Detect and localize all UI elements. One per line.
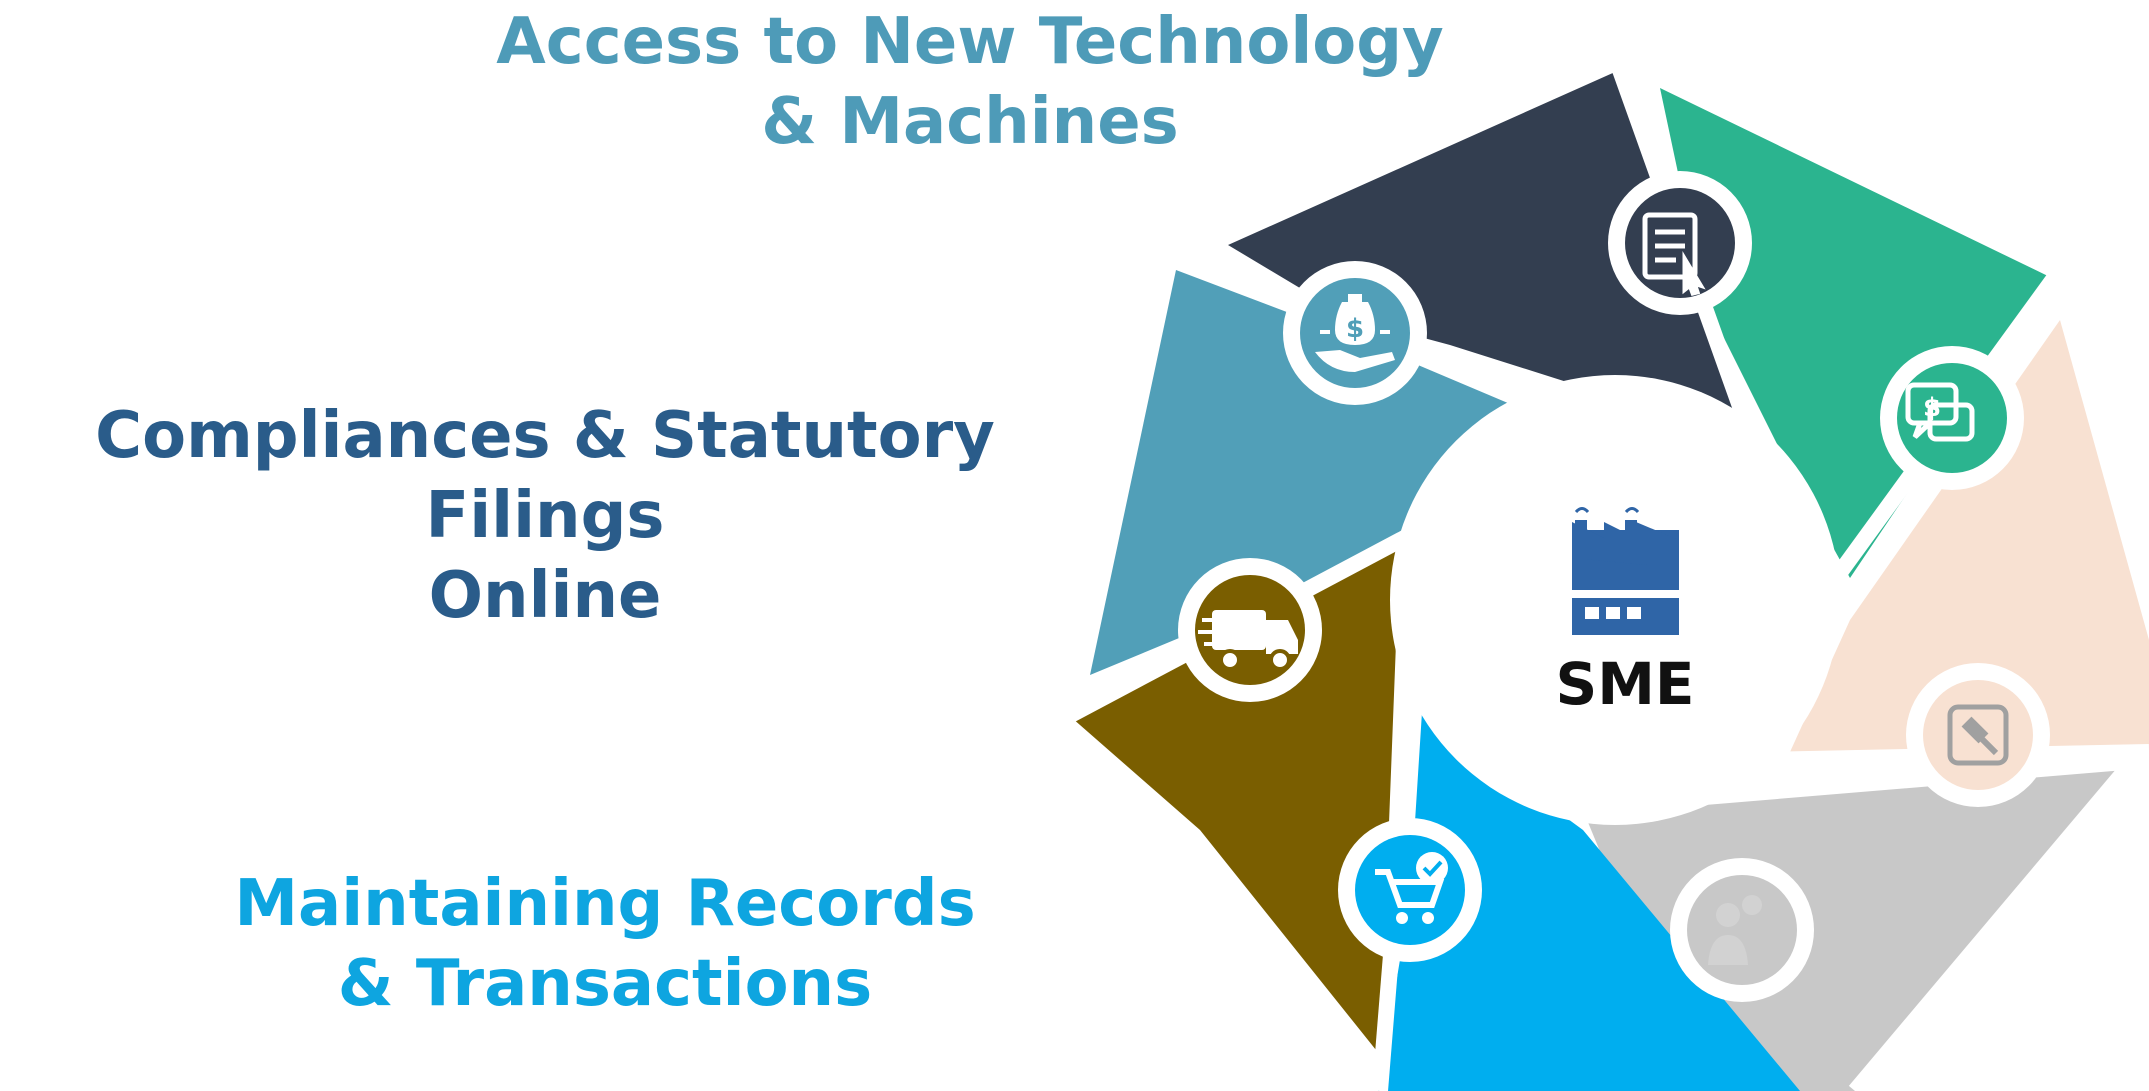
document-cursor-icon (1642, 212, 1706, 296)
label-line-1: Access to New Technology (496, 5, 1444, 79)
factory-icon (1572, 507, 1679, 635)
knob-gray (1670, 858, 1814, 1002)
delivery-truck-icon (1198, 610, 1298, 671)
segment-navy (1228, 72, 1750, 440)
label-compliances: Compliances & Statutory Filings Online (0, 396, 1090, 636)
knob-cyan (1338, 818, 1482, 962)
segment-cyan (1378, 712, 1800, 1091)
money-chat-icon: $ (1905, 382, 1975, 442)
knob-navy (1608, 171, 1752, 315)
label-line-1: Maintaining Records (234, 867, 976, 941)
people-icon (1708, 895, 1762, 965)
cart-check-icon (1375, 852, 1448, 924)
label-line-2: & Transactions (337, 947, 873, 1021)
label-maintaining-records: Maintaining Records & Transactions (205, 864, 1005, 1024)
knob-green (1880, 346, 2024, 490)
svg-text:$: $ (1923, 393, 1941, 423)
center-label-sme: SME (1555, 650, 1695, 718)
segment-teal (1090, 270, 1545, 675)
label-access-technology: Access to New Technology & Machines (470, 2, 1470, 162)
svg-text:$: $ (1346, 314, 1364, 344)
segment-olive (1072, 540, 1400, 1055)
segment-peach (1790, 320, 2149, 752)
segment-green (1660, 88, 2052, 578)
gavel-icon (1947, 704, 2009, 766)
money-hand-icon: $ (1315, 294, 1395, 372)
label-line-2: & Machines (761, 85, 1179, 159)
label-line-2: Online (428, 559, 662, 633)
label-line-1: Compliances & Statutory Filings (95, 399, 995, 553)
